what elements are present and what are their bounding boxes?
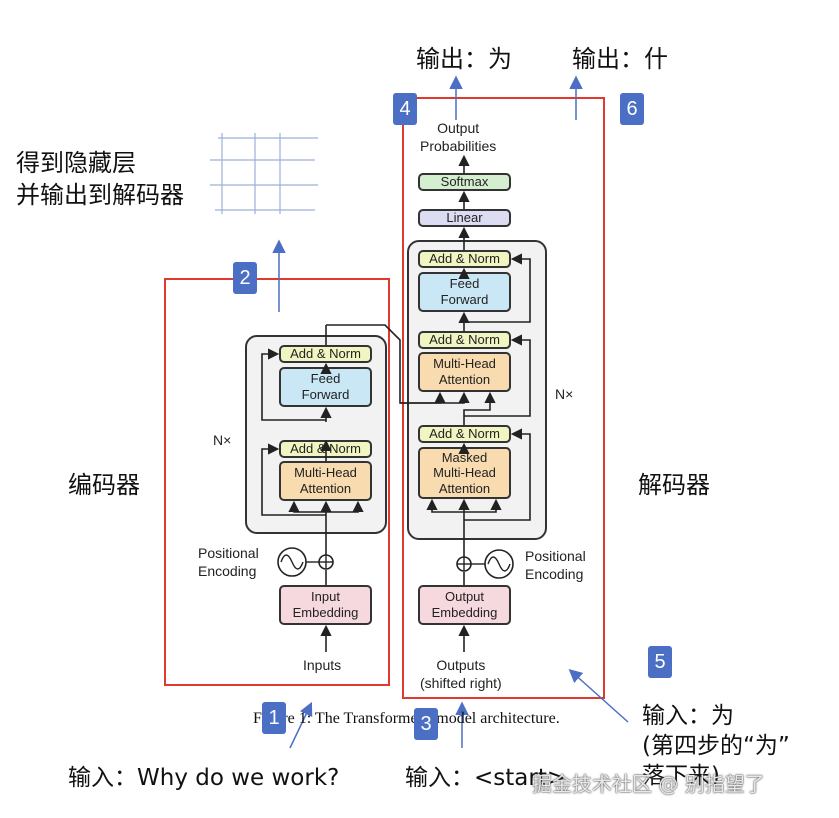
encoder-nx: N× (213, 432, 232, 448)
encoder-red-box (164, 278, 390, 686)
step4-input-line1: 输入：为 (642, 703, 734, 729)
encoder-multi-head-text: Multi-Head Attention (294, 465, 357, 496)
step-badge-1: 1 (262, 702, 286, 734)
decoder-output-probabilities: Output Probabilities (420, 120, 496, 155)
decoder-label: 解码器 (638, 471, 710, 499)
encoder-multi-head-attention: Multi-Head Attention (279, 461, 372, 501)
decoder-output-embedding: Output Embedding (418, 585, 511, 625)
decoder-masked-multi-head-text: Masked Multi-Head Attention (433, 449, 496, 496)
hidden-state-label-line1: 得到隐藏层 (16, 149, 136, 177)
step-badge-3: 3 (414, 708, 438, 740)
encoder-positional-encoding: Positional Encoding (198, 545, 259, 580)
encoder-inputs: Inputs (303, 657, 342, 673)
decoder-multi-head-text: Multi-Head Attention (433, 356, 496, 387)
encoder-add-norm-top: Add & Norm (279, 345, 372, 363)
decoder-nx: N× (555, 386, 574, 402)
step-badge-4: 4 (393, 93, 417, 125)
decoder-output-embedding-text: Output Embedding (431, 589, 498, 620)
encoder-input-embedding: Input Embedding (279, 585, 372, 625)
step-badge-5: 5 (648, 646, 672, 678)
decoder-multi-head-attention: Multi-Head Attention (418, 352, 511, 392)
encoder-positional-encoding-text: Positional Encoding (198, 545, 259, 579)
encoder-feed-forward-text: Feed Forward (301, 371, 350, 402)
decoder-softmax: Softmax (418, 173, 511, 191)
encoder-feed-forward: Feed Forward (279, 367, 372, 407)
decoder-masked-multi-head-attention: Masked Multi-Head Attention (418, 447, 511, 499)
decoder-outputs-text: Outputs (shifted right) (420, 657, 502, 691)
decoder-input-label: 输入：<start> (405, 765, 567, 791)
hidden-state-label-line2: 并输出到解码器 (16, 181, 184, 209)
decoder-red-box (402, 97, 605, 699)
hidden-state-grid (210, 133, 318, 214)
step4-input-line2: (第四步的“为” (642, 733, 790, 759)
encoder-label: 编码器 (68, 471, 140, 499)
step-badge-2: 2 (233, 262, 257, 294)
decoder-outputs: Outputs (shifted right) (420, 657, 502, 692)
decoder-add-norm-mid: Add & Norm (418, 331, 511, 349)
watermark: 掘金技术社区 @ 别指望了 (532, 772, 765, 796)
decoder-add-norm-top: Add & Norm (418, 250, 511, 268)
decoder-linear: Linear (418, 209, 511, 227)
figure-caption: Figure 1: The Transformer - model archit… (253, 710, 560, 727)
output-label-1: 输出：为 (416, 45, 512, 73)
encoder-input-label: 输入：Why do we work? (68, 765, 340, 791)
step-badge-6: 6 (620, 93, 644, 125)
decoder-feed-forward-text: Feed Forward (440, 276, 489, 307)
decoder-output-probabilities-text: Output Probabilities (420, 120, 497, 154)
decoder-positional-encoding-text: Positional Encoding (525, 548, 586, 582)
output-label-2: 输出：什 (572, 45, 668, 73)
step4-input-line3: 落下来) (642, 763, 720, 789)
encoder-input-embedding-text: Input Embedding (292, 589, 359, 620)
decoder-positional-encoding: Positional Encoding (525, 548, 586, 583)
decoder-add-norm-bottom: Add & Norm (418, 425, 511, 443)
